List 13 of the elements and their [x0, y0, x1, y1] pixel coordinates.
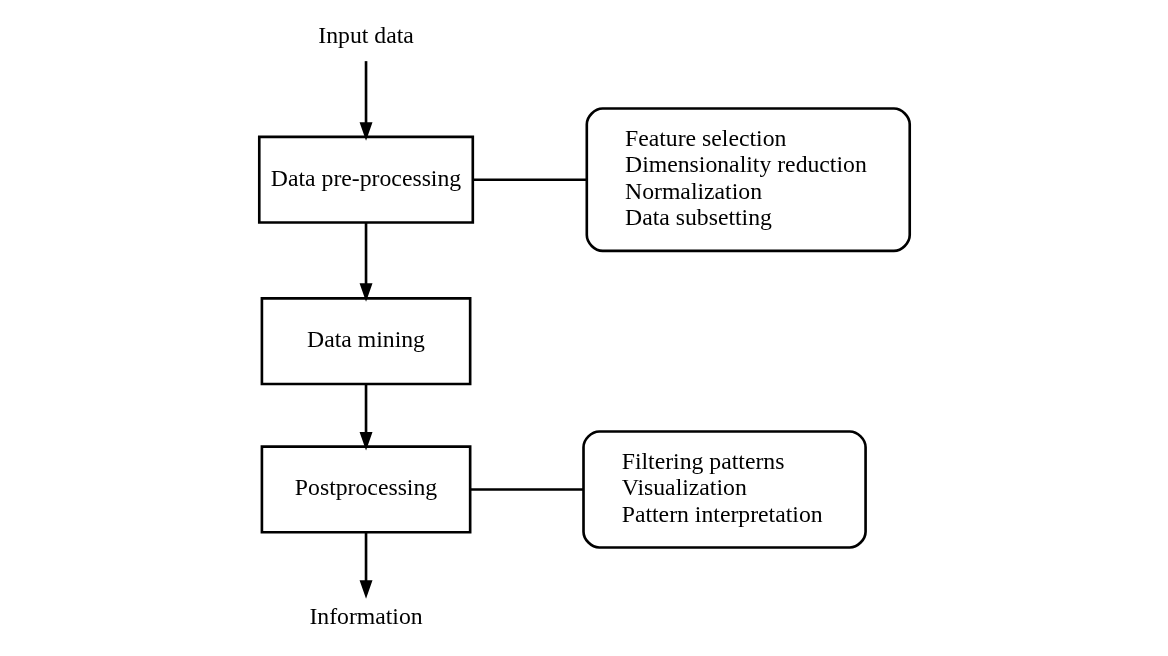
arrow	[359, 384, 372, 451]
node-box: Postprocessing	[260, 445, 471, 534]
node-box: Data mining	[260, 297, 471, 386]
arrow	[359, 532, 372, 599]
node-text: Information	[308, 603, 423, 630]
node-box: Data pre-processing	[257, 135, 474, 224]
node-box: Feature selection Dimensionality reduction Normalization Data subsetting	[585, 107, 911, 253]
connector	[469, 488, 583, 491]
arrow	[359, 222, 372, 302]
node-text: Input data	[317, 22, 414, 49]
arrow	[359, 61, 372, 141]
node-box: Filtering patterns Visualization Pattern interpretation	[581, 430, 867, 549]
connector	[472, 178, 587, 182]
